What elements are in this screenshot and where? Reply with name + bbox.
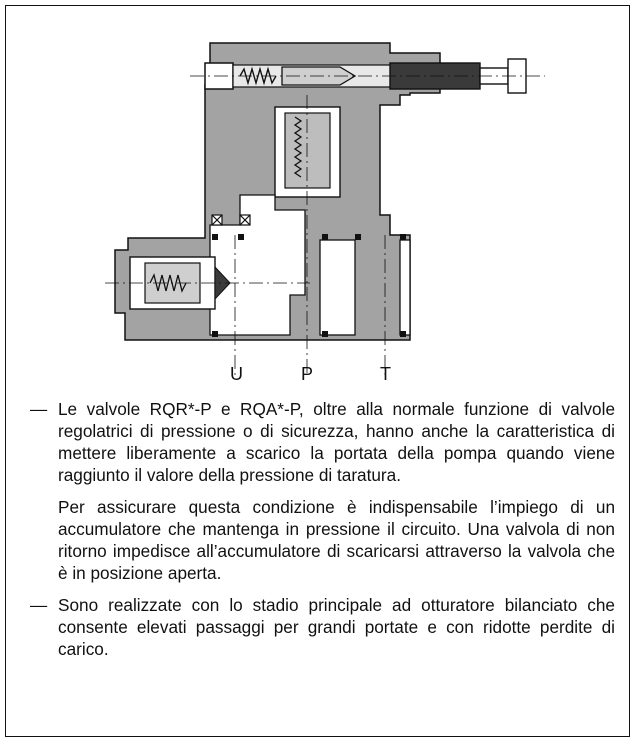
bullet-dash: — bbox=[30, 595, 48, 615]
bullet-item-construction: — Sono realizzate con lo stadio principa… bbox=[30, 594, 615, 660]
t-port-channel bbox=[399, 239, 411, 336]
valve-cross-section-drawing bbox=[105, 42, 545, 375]
bullet-dash: — bbox=[30, 399, 48, 419]
orifice-markers bbox=[211, 214, 251, 226]
description-text: — Le valvole RQR*-P e RQA*-P, oltre alla… bbox=[30, 398, 615, 670]
main-spring bbox=[293, 116, 303, 178]
document-frame bbox=[5, 5, 630, 737]
port-label-p: P bbox=[301, 364, 314, 384]
t-passage-wall bbox=[319, 239, 356, 336]
paragraph-construction: Sono realizzate con lo stadio principale… bbox=[58, 595, 615, 659]
port-label-t: T bbox=[380, 364, 391, 384]
main-poppet bbox=[284, 112, 331, 189]
bullet-item-function: — Le valvole RQR*-P e RQA*-P, oltre alla… bbox=[30, 398, 615, 486]
seal-rings bbox=[212, 234, 406, 337]
paragraph-accumulator: Per assicurare questa condizione è indis… bbox=[58, 497, 615, 583]
paragraph-function: Le valvole RQR*-P e RQA*-P, oltre alla n… bbox=[58, 399, 615, 485]
port-label-u: U bbox=[230, 364, 243, 384]
